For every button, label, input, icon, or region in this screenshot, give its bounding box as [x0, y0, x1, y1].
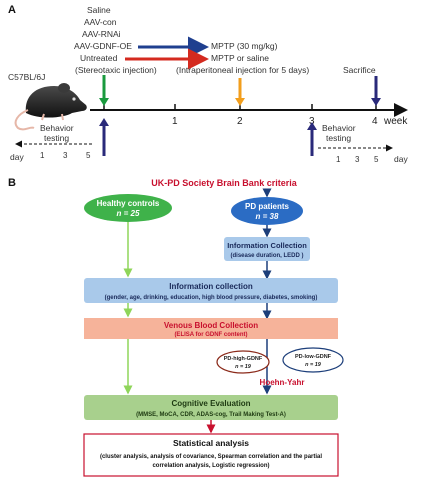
week-tick-1: 1 [172, 116, 178, 127]
pd-high-gdnf-n: n = 19 [235, 364, 252, 370]
week-unit-label: week [383, 116, 408, 127]
statistical-analysis-box [83, 433, 339, 477]
info-collection-pd-box [224, 237, 310, 261]
pd-patients-n: n = 38 [256, 212, 279, 221]
info-collection-all-title: Information collection [169, 282, 253, 291]
behavior-1-day-1: 1 [40, 151, 45, 160]
statistical-analysis-line2: correlation analysis, Logistic regressio… [152, 463, 269, 469]
pd-patients-node [231, 197, 303, 225]
intraperitoneal-label: (Intraperitoneal injection for 5 days) [176, 65, 309, 75]
pd-low-gdnf-label: PD-low-GDNF [295, 354, 332, 360]
pd-high-gdnf-node [216, 350, 270, 374]
treatment-untreated: Untreated [80, 53, 118, 63]
info-collection-pd-title: Information Collection [227, 241, 307, 250]
mptp-label: MPTP (30 mg/kg) [211, 41, 278, 51]
behavior-1-label-line1: Behavior [40, 123, 74, 133]
sacrifice-label: Sacrifice [343, 65, 376, 75]
info-collection-pd-sub: (disease duration, LEDD ) [230, 253, 303, 259]
healthy-controls-node [84, 194, 172, 222]
hoehn-yahr-label: Hoehn-Yahr [260, 378, 305, 387]
behavior-1-day-3: 3 [63, 151, 68, 160]
cognitive-evaluation-box [84, 395, 338, 420]
treatment-aav-con: AAV-con [84, 17, 117, 27]
week-tick-4: 4 [372, 116, 378, 127]
criteria-label: UK-PD Society Brain Bank criteria [151, 178, 298, 188]
venous-collection-box [84, 318, 338, 339]
treatment-saline: Saline [87, 5, 111, 15]
pd-low-gdnf-n: n = 19 [305, 362, 322, 368]
cognitive-evaluation-title: Cognitive Evaluation [171, 399, 250, 408]
behavior-1-day-label: day [10, 152, 24, 162]
treatment-aav-gdnf-oe: AAV-GDNF-OE [74, 41, 132, 51]
treatment-aav-rnai: AAV-RNAi [82, 29, 121, 39]
panel-a-label: A [8, 4, 16, 16]
behavior-1-label-line2: testing [44, 133, 69, 143]
week-tick-3: 3 [309, 116, 315, 127]
info-collection-all-box [84, 278, 338, 303]
healthy-controls-title: Healthy controls [97, 199, 160, 208]
mouse-icon [14, 83, 87, 131]
pd-low-gdnf-node [282, 347, 344, 373]
behavior-2-day-label: day [394, 154, 408, 164]
behavior-2-day-3: 3 [355, 155, 360, 164]
stereotaxic-label: (Stereotaxic injection) [75, 65, 157, 75]
venous-collection-title: Venous Blood Collection [164, 321, 258, 330]
week-tick-2: 2 [237, 116, 243, 127]
statistical-analysis-line1: (cluster analysis, analysis of covarianc… [100, 454, 322, 460]
healthy-controls-n: n = 25 [117, 209, 140, 218]
panel-b-label: B [8, 177, 16, 189]
behavior-1-day-5: 5 [86, 151, 91, 160]
cognitive-evaluation-sub: (MMSE, MoCA, CDR, ADAS-cog, Trail Making… [136, 412, 286, 418]
venous-collection-sub: (ELISA for GDNF content) [174, 332, 247, 338]
behavior-2-day-5: 5 [374, 155, 379, 164]
statistical-analysis-title: Statistical analysis [173, 438, 249, 448]
pd-high-gdnf-label: PD-high-GDNF [224, 356, 263, 362]
info-collection-all-sub: (gender, age, drinking, education, high … [105, 295, 318, 301]
behavior-2-day-1: 1 [336, 155, 341, 164]
behavior-2-label-line2: testing [326, 133, 351, 143]
mptp-or-saline-label: MPTP or saline [211, 53, 269, 63]
pd-patients-title: PD patients [245, 202, 290, 211]
strain-label: C57BL/6J [8, 72, 45, 82]
behavior-2-label-line1: Behavior [322, 123, 356, 133]
